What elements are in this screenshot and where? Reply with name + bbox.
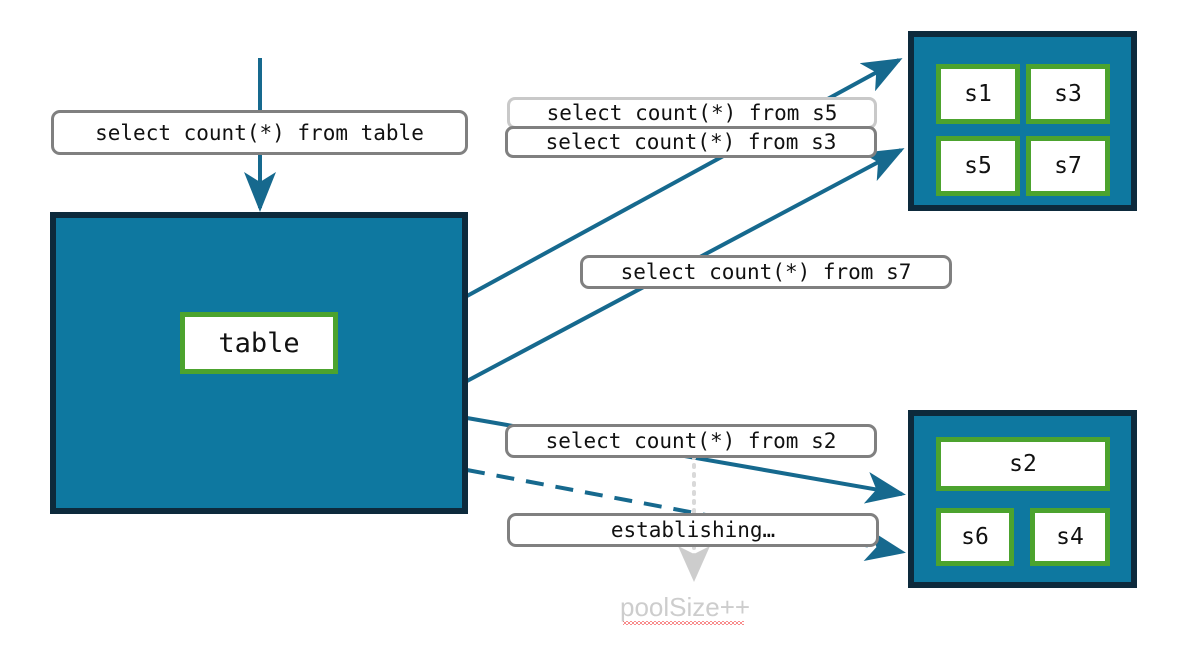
node-s3[interactable]: s3 (1026, 64, 1110, 124)
node-s4[interactable]: s4 (1030, 508, 1110, 566)
label-query-s2: select count(*) from s2 (505, 424, 877, 458)
node-s6[interactable]: s6 (936, 508, 1014, 566)
node-s7[interactable]: s7 (1026, 136, 1110, 196)
label-query-table: select count(*) from table (51, 110, 468, 155)
annotation-poolsize: poolSize++ (620, 592, 751, 625)
annotation-poolsize-text: poolSize++ (620, 592, 751, 622)
table-pool-container (50, 212, 468, 514)
label-query-s3: select count(*) from s3 (505, 126, 877, 158)
label-query-s5: select count(*) from s5 (507, 97, 877, 129)
node-s5[interactable]: s5 (936, 136, 1020, 196)
label-establishing: establishing… (507, 513, 879, 547)
node-s2[interactable]: s2 (936, 437, 1110, 491)
label-query-s7: select count(*) from s7 (580, 255, 952, 289)
node-table[interactable]: table (180, 312, 338, 374)
spellcheck-underline (623, 621, 745, 625)
node-s1[interactable]: s1 (936, 64, 1020, 124)
